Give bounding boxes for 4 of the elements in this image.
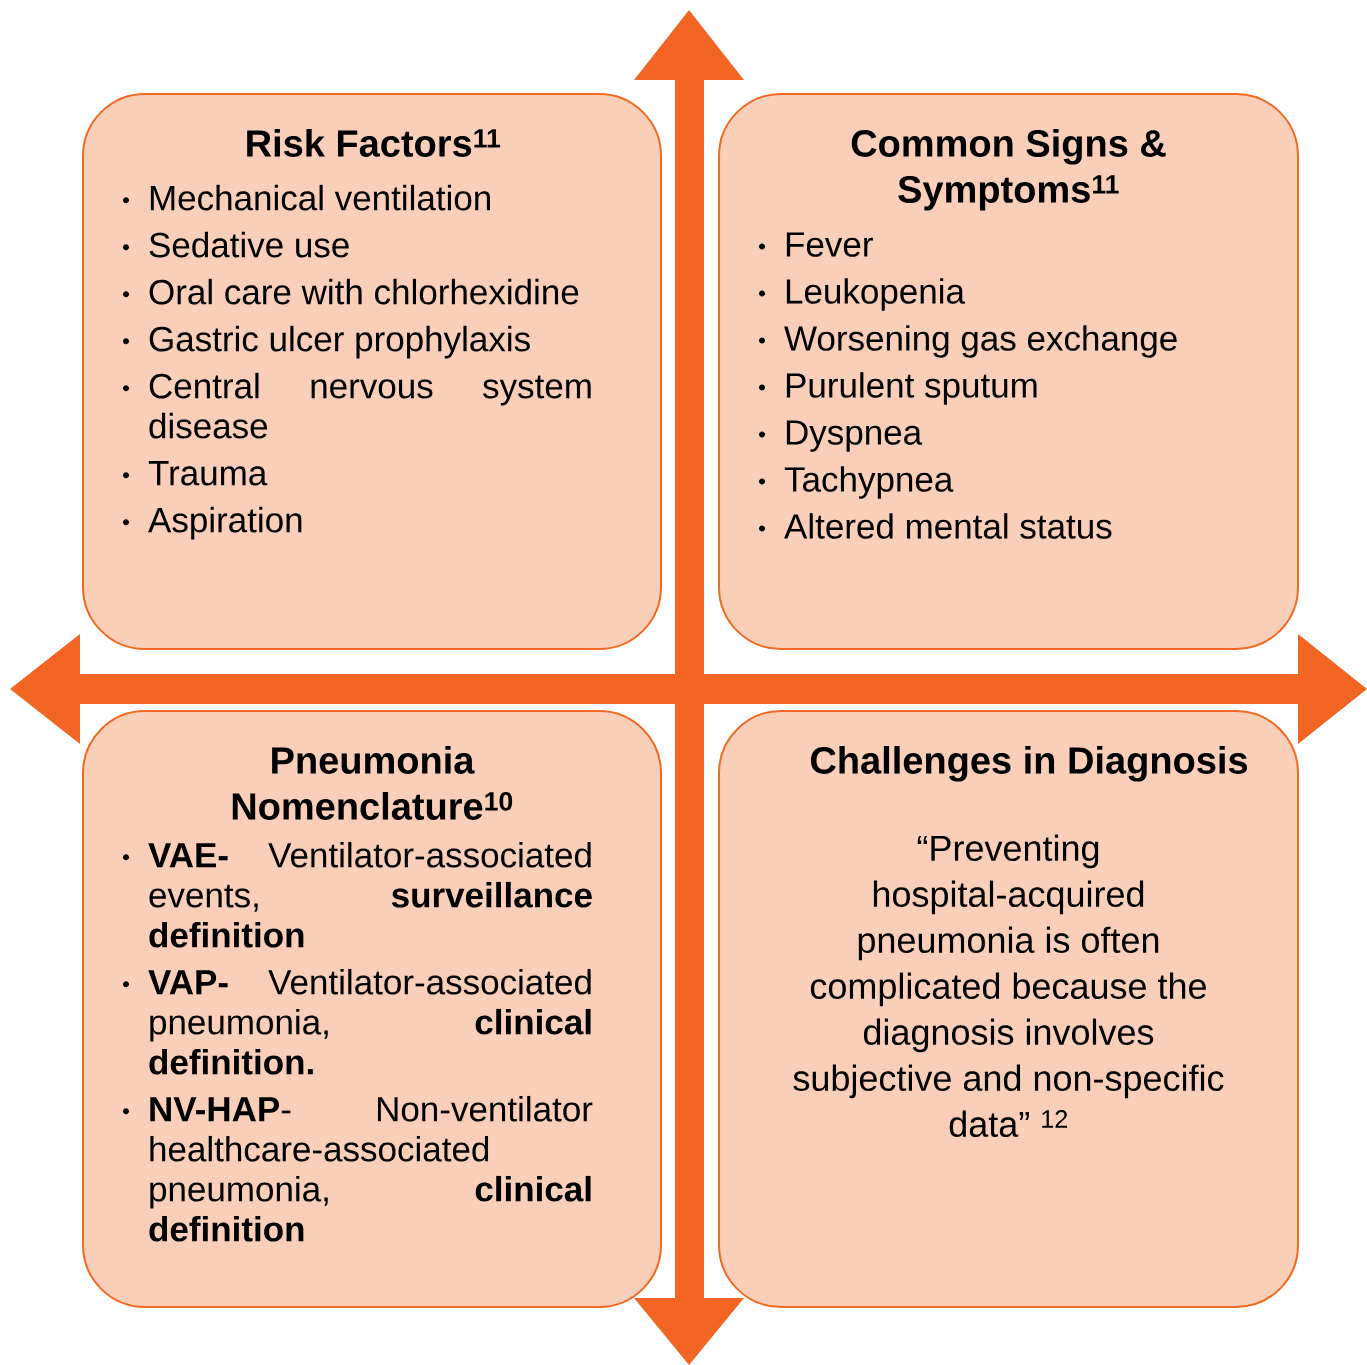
quadrant-box: Common Signs & Symptoms$^{11}$ Fever Leukopenia Worsening gas exchange Purulent sputum Dyspnea Tachypnea Altered mental status	[718, 93, 1299, 650]
quadrant-box: Risk Factors$^{11}$ Mechanical ventilation Sedative use Oral care with chlorhexidine Gastric ulcer prophylaxis Central nervous system disease Trauma Aspiration	[82, 93, 662, 650]
quadrant-box: Pneumonia Nomenclature$^{10}$ VAE- Ventilator-associated events, surveillance definition VAP- Ventilator-associated pneumonia, clinical definition. NV-HAP- Non-ventilator healthcare-associated pneumonia, clinical definition	[82, 710, 662, 1308]
quadrant-box: Challenges in Diagnosis “Preventing hospital-acquired pneumonia is often complicated because the diagnosis involves subjective and non-specific data” $^{12}$	[718, 710, 1299, 1308]
